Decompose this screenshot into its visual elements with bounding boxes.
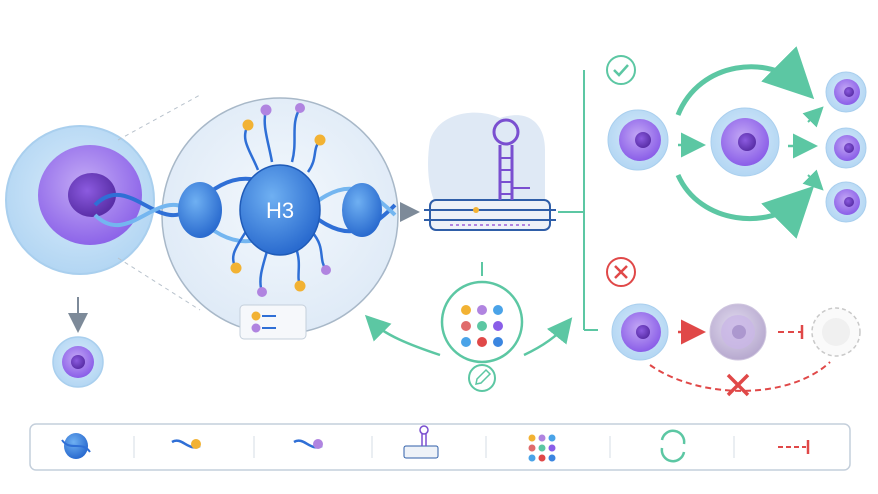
compound-library xyxy=(440,280,524,364)
pencil-edit-icon xyxy=(468,364,496,392)
lost-cell-ghost xyxy=(811,307,861,357)
outcome-bracket xyxy=(558,70,598,331)
blocked-return-arc xyxy=(649,361,831,397)
progeny-cell-bottom xyxy=(825,181,867,223)
check-icon xyxy=(606,55,636,85)
zoom-guide-lines xyxy=(117,94,201,311)
side-nucleosome-right xyxy=(342,183,382,237)
mark-key-box xyxy=(239,304,307,340)
orange-mark-tail-icon xyxy=(171,439,201,449)
success-fan-arrows xyxy=(802,106,824,191)
success-loop-arrows xyxy=(675,46,815,239)
failure-cell-fading xyxy=(709,303,767,361)
purple-mark-tail-icon xyxy=(293,439,323,449)
nucleosome-icon xyxy=(61,433,91,459)
inhibition-arrow xyxy=(778,325,804,339)
success-cell-mid xyxy=(710,107,780,177)
failure-cell-start xyxy=(611,303,669,361)
legend-bar xyxy=(29,423,851,471)
histone-marks xyxy=(230,103,331,297)
small-cell xyxy=(52,336,104,388)
reader-complex xyxy=(424,112,556,231)
side-nucleosome-left xyxy=(178,182,222,238)
success-cell-start xyxy=(607,109,669,171)
compound-library-icon xyxy=(528,434,556,462)
central-nucleosome: H3 xyxy=(239,164,321,256)
cycle-icon xyxy=(660,429,686,463)
inhibition-icon xyxy=(778,440,810,454)
progeny-cell-middle xyxy=(825,127,867,169)
screen-arrows xyxy=(364,314,573,357)
reader-complex-icon xyxy=(403,425,439,459)
source-cell xyxy=(5,125,155,275)
cross-icon xyxy=(606,257,636,287)
dna-strand xyxy=(93,176,397,244)
h3-label: H3 xyxy=(266,198,294,223)
progeny-cell-top xyxy=(825,71,867,113)
